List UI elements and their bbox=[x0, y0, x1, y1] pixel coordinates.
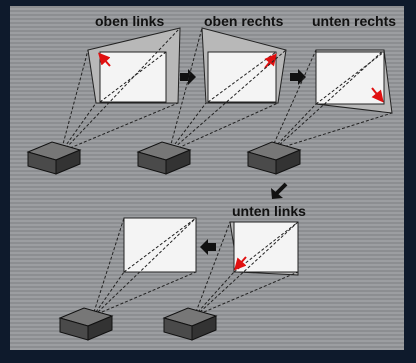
arrow-right-icon bbox=[180, 69, 196, 85]
label-unten-rechts: unten rechts bbox=[312, 13, 397, 29]
step-oben-links bbox=[26, 27, 181, 175]
step-unten-rechts bbox=[246, 49, 393, 175]
screen-diagonal bbox=[123, 217, 197, 273]
projector-icon bbox=[246, 141, 302, 175]
corner-adjust-arrow-icon bbox=[234, 256, 247, 271]
label-oben-rechts: oben rechts bbox=[204, 13, 284, 29]
step-unten-links bbox=[162, 221, 299, 341]
arrow-right-icon bbox=[290, 69, 306, 85]
projection-lines bbox=[61, 27, 181, 149]
projector-icon bbox=[136, 141, 192, 175]
step-result bbox=[58, 217, 197, 341]
projection-lines bbox=[195, 221, 299, 313]
projector-icon bbox=[58, 307, 114, 341]
arrow-down-left-icon bbox=[271, 182, 288, 199]
projection-lines bbox=[93, 217, 197, 313]
label-oben-links: oben links bbox=[95, 13, 165, 29]
projection-lines bbox=[271, 49, 393, 149]
arrow-left-icon bbox=[200, 239, 216, 255]
corner-adjust-arrow-icon bbox=[98, 52, 111, 67]
corner-adjust-arrow-icon bbox=[371, 87, 384, 103]
step-oben-rechts bbox=[136, 27, 287, 175]
screen-diagonal bbox=[233, 221, 299, 273]
corner-adjust-arrow-icon bbox=[264, 53, 277, 69]
label-unten-links: unten links bbox=[232, 203, 306, 219]
projector-icon bbox=[162, 307, 218, 341]
projection-lines bbox=[169, 27, 287, 149]
projector-icon bbox=[26, 141, 82, 175]
